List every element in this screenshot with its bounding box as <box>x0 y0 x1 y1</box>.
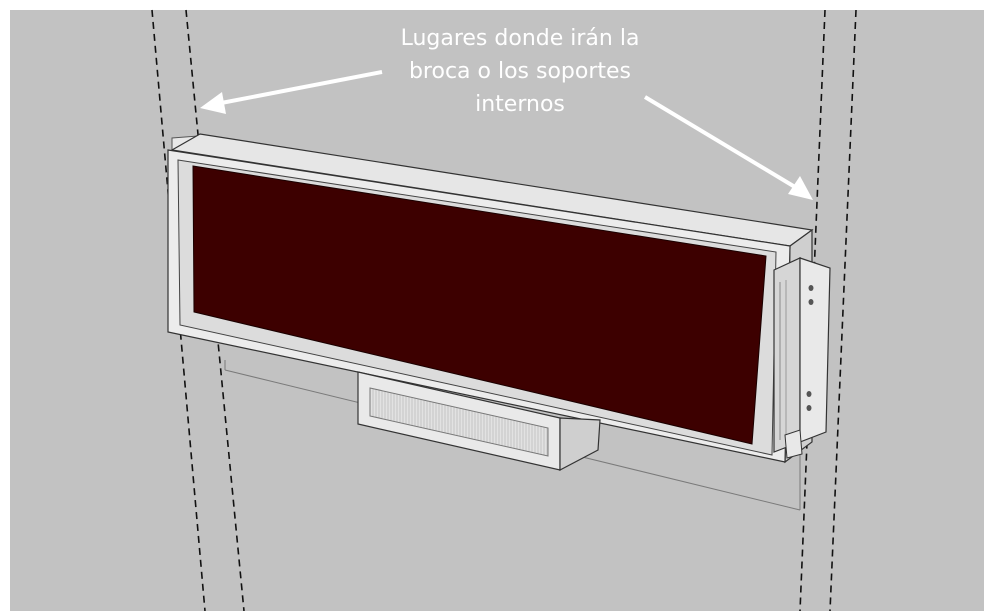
mounting-bracket <box>773 257 831 459</box>
annotation-line-2: broca o los soportes <box>408 59 632 84</box>
bracket-hole-top-2 <box>808 299 814 305</box>
arrow-left-icon <box>215 70 383 106</box>
arrow-right-icon <box>643 95 802 192</box>
vent-housing <box>357 371 601 471</box>
vent-grille <box>369 387 549 457</box>
bracket-hole-top-1 <box>808 285 814 291</box>
bracket-hole-bottom-2 <box>806 405 812 411</box>
annotation-label: Lugares donde irán la broca o los soport… <box>370 22 670 121</box>
display-screen <box>192 165 767 445</box>
annotation-line-1: Lugares donde irán la <box>400 26 640 51</box>
right-outer-dashed-line <box>829 9 857 612</box>
bracket-hole-bottom-1 <box>806 391 812 397</box>
annotation-line-3: internos <box>475 92 565 117</box>
annotation-arrows <box>200 70 813 200</box>
